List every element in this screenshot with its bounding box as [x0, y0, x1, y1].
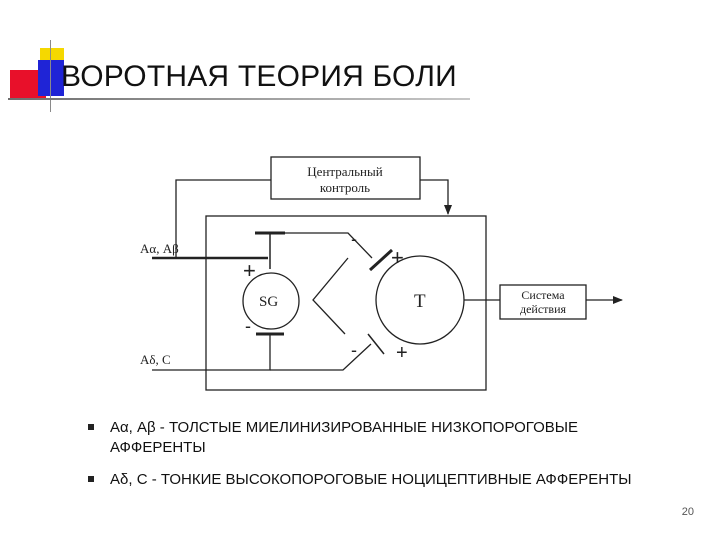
- spinal-cord-box: [205, 215, 487, 391]
- central-control-label-1: Центральный: [307, 164, 382, 179]
- large-fiber-to-t: [270, 232, 373, 259]
- bullet-text-line: Aδ, C - ТОНКИЕ ВЫСОКОПОРОГОВЫЕ НОЦИЦЕПТИ…: [110, 471, 632, 488]
- sg-cell-circle: [242, 272, 300, 330]
- action-system-box: [499, 284, 587, 320]
- large-fiber-label: Aα, Aβ: [140, 241, 179, 256]
- central-control-box: [270, 156, 421, 200]
- decor-vertical-line: [50, 40, 51, 112]
- bullet-square-icon: [88, 476, 94, 482]
- minus-sign-bottom: -: [351, 340, 357, 360]
- bullet-square-icon: [88, 424, 94, 430]
- decor-blue-square: [38, 60, 64, 96]
- bullet-text-line: Aα, Aβ - ТОЛСТЫЕ МИЕЛИНИЗИРОВАННЫЕ НИЗКО…: [110, 419, 579, 436]
- page-title: ВОРОТНАЯ ТЕОРИЯ БОЛИ: [61, 60, 457, 93]
- small-fiber-to-t: [270, 343, 372, 371]
- minus-sign-top: -: [351, 229, 357, 249]
- afferent-to-control-line: [175, 179, 271, 258]
- central-control-label-2: контроль: [320, 180, 370, 195]
- bullet-text-line: АФФЕРЕНТЫ: [110, 439, 206, 456]
- title-underline: [8, 98, 470, 100]
- t-label: T: [414, 291, 426, 312]
- page-number: 20: [681, 506, 694, 518]
- gate-control-diagram: Центральный контроль Aα, Aβ Aδ, C SG T С…: [140, 156, 623, 391]
- top-synapse-bar: [368, 248, 394, 272]
- plus-sign-top: +: [391, 245, 404, 270]
- sg-label: SG: [259, 294, 278, 310]
- minus-sign-sg: -: [245, 316, 251, 336]
- sg-inhibition-wedge: [312, 257, 349, 335]
- control-to-t-arrow: [420, 179, 452, 215]
- small-fiber-label: Aδ, C: [140, 352, 171, 367]
- plus-sign-sg: +: [243, 258, 256, 283]
- action-system-label-2: действия: [520, 302, 567, 316]
- plus-sign-bottom: +: [396, 342, 408, 364]
- bottom-synapse-mark: [367, 333, 385, 355]
- action-system-label-1: Система: [521, 288, 565, 302]
